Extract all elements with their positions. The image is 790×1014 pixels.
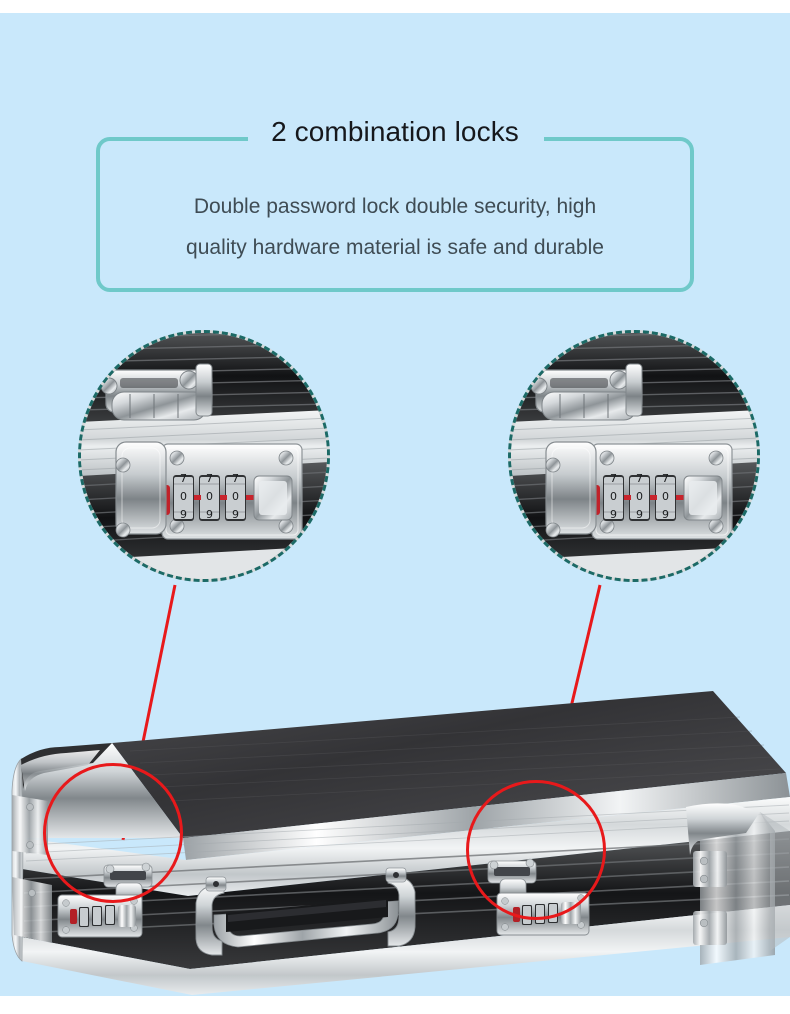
page-title: 2 combination locks xyxy=(271,116,519,147)
case-lid-top xyxy=(112,691,786,838)
svg-text:0: 0 xyxy=(180,490,187,503)
highlight-ring-right-lock xyxy=(466,780,606,920)
svg-text:0: 0 xyxy=(662,490,669,503)
subtitle-line-2: quality hardware material is safe and du… xyxy=(186,236,604,259)
svg-text:7: 7 xyxy=(662,472,669,485)
left-lock-closeup-image: 7 0 9 7 0 9 7 0 9 xyxy=(81,333,327,579)
case-bottom-lip xyxy=(22,905,790,995)
title-border-gap xyxy=(248,127,544,153)
top-white-band xyxy=(0,0,790,13)
svg-text:9: 9 xyxy=(232,508,239,521)
right-lock-closeup-image: 7 0 9 7 0 9 7 0 9 xyxy=(511,333,757,579)
zoom-callout-left: 7 0 9 7 0 9 7 0 9 xyxy=(78,330,330,582)
subtitle-block: Double password lock double security, hi… xyxy=(96,186,694,268)
svg-text:7: 7 xyxy=(610,472,617,485)
svg-text:7: 7 xyxy=(636,472,643,485)
svg-text:0: 0 xyxy=(636,490,643,503)
svg-text:0: 0 xyxy=(610,490,617,503)
bottom-white-band xyxy=(0,996,790,1014)
case-right-corner xyxy=(686,803,790,965)
combination-dial-icon: 7 0 9 7 0 9 7 0 9 xyxy=(173,472,246,521)
combination-dial-icon: 7 0 9 7 0 9 7 0 9 xyxy=(603,472,676,521)
svg-text:9: 9 xyxy=(180,508,187,521)
zoom-callout-right: 7 0 9 7 0 9 7 0 9 xyxy=(508,330,760,582)
svg-text:7: 7 xyxy=(232,472,239,485)
case-left-corner xyxy=(11,743,112,962)
svg-text:9: 9 xyxy=(206,508,213,521)
highlight-ring-left-lock xyxy=(43,763,183,903)
subtitle-line-1: Double password lock double security, hi… xyxy=(193,195,597,218)
svg-text:9: 9 xyxy=(636,508,643,521)
svg-text:0: 0 xyxy=(206,490,213,503)
carry-handle xyxy=(195,867,416,956)
svg-text:7: 7 xyxy=(206,472,213,485)
svg-text:0: 0 xyxy=(232,490,239,503)
svg-text:9: 9 xyxy=(610,508,617,521)
svg-text:7: 7 xyxy=(180,472,187,485)
svg-text:9: 9 xyxy=(662,508,669,521)
